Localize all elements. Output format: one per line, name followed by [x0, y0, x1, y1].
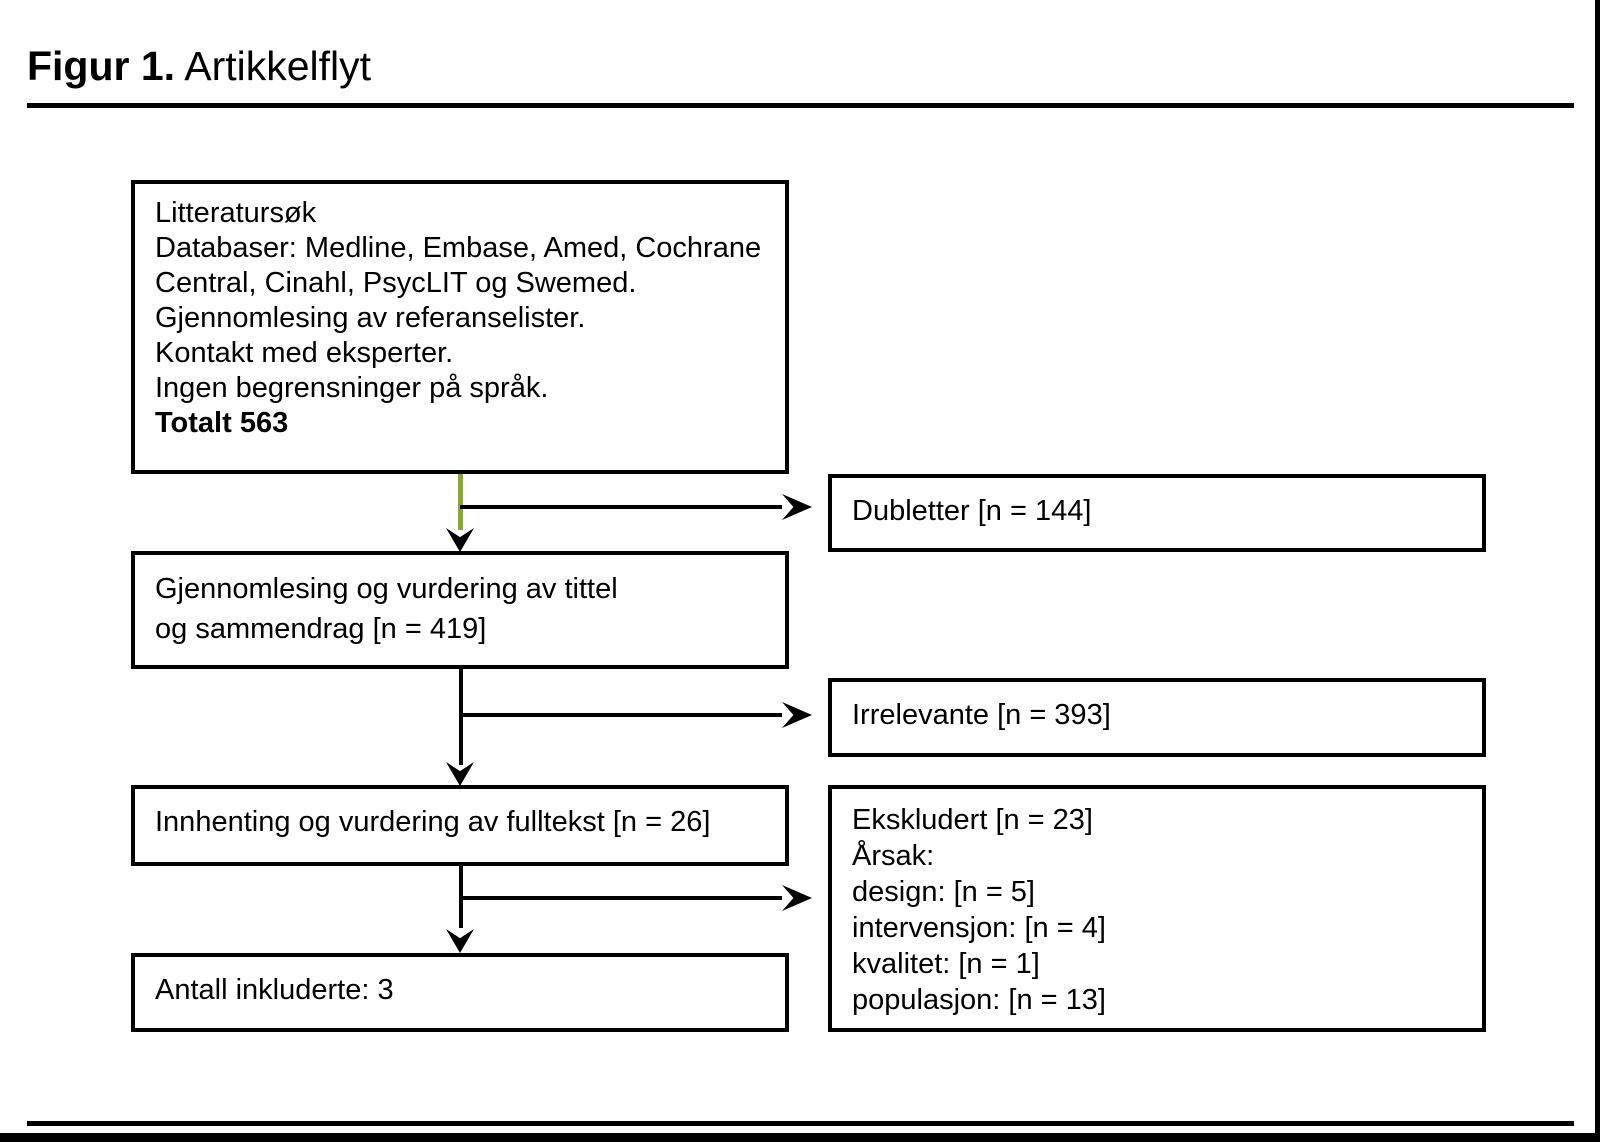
box-tittel-sammendrag-line: Gjennomlesing og vurdering av tittel	[155, 573, 618, 605]
figure-title-text: Artikkelflyt	[184, 43, 372, 89]
box-litteratursok-line: Kontakt med eksperter.	[155, 337, 454, 369]
title-rule	[27, 103, 1574, 108]
box-fulltekst-text: Innhenting og vurdering av fulltekst [n …	[155, 806, 711, 838]
arrow-search-to-title-head-icon	[446, 528, 474, 552]
box-ekskludert: Ekskludert [n = 23] Årsak: design: [n = …	[828, 785, 1486, 1032]
arrow-branch-duplicates-head-icon	[782, 494, 812, 520]
figure-title: Figur 1. Artikkelflyt	[27, 42, 371, 90]
box-tittel-sammendrag: Gjennomlesing og vurdering av tittel og …	[131, 551, 789, 669]
box-ekskludert-line: intervensjon: [n = 4]	[852, 912, 1106, 944]
box-tittel-sammendrag-line: og sammendrag [n = 419]	[155, 613, 487, 645]
box-ekskludert-line: populasjon: [n = 13]	[852, 984, 1106, 1016]
box-dubletter: Dubletter [n = 144]	[828, 474, 1486, 552]
box-ekskludert-line: Ekskludert [n = 23]	[852, 804, 1093, 836]
page-bottom-bar	[0, 1133, 1600, 1142]
figure-title-label: Figur 1.	[27, 43, 176, 89]
arrow-branch-excluded-line	[460, 896, 782, 900]
box-ekskludert-line: kvalitet: [n = 1]	[852, 948, 1040, 980]
box-ekskludert-line: design: [n = 5]	[852, 876, 1035, 908]
box-inkluderte: Antall inkluderte: 3	[131, 953, 789, 1032]
box-fulltekst: Innhenting og vurdering av fulltekst [n …	[131, 785, 789, 866]
box-litteratursok: Litteratursøk Databaser: Medline, Embase…	[131, 180, 789, 474]
page-right-edge	[1595, 0, 1600, 1142]
box-litteratursok-line: Litteratursøk	[155, 197, 317, 229]
arrow-title-to-fulltext-line	[459, 669, 463, 765]
box-litteratursok-line: Gjennomlesing av referanselister.	[155, 302, 586, 334]
arrow-branch-irrelevant-line	[460, 713, 782, 717]
box-litteratursok-line: Ingen begrensninger på språk.	[155, 372, 549, 404]
box-litteratursok-line: Databaser: Medline, Embase, Amed, Cochra…	[155, 232, 762, 264]
arrow-title-to-fulltext-head-icon	[446, 762, 474, 786]
arrow-branch-excluded-head-icon	[782, 885, 812, 911]
arrow-fulltext-to-included-head-icon	[446, 929, 474, 953]
box-inkluderte-text: Antall inkluderte: 3	[155, 974, 394, 1006]
arrow-branch-irrelevant-head-icon	[782, 702, 812, 728]
box-irrelevante: Irrelevante [n = 393]	[828, 678, 1486, 757]
box-litteratursok-total: Totalt 563	[155, 407, 289, 439]
bottom-rule	[27, 1121, 1574, 1126]
box-ekskludert-line: Årsak:	[852, 840, 935, 872]
box-dubletter-text: Dubletter [n = 144]	[852, 495, 1092, 527]
arrow-search-to-title-line	[458, 474, 463, 530]
arrow-branch-duplicates-line	[460, 505, 782, 509]
box-litteratursok-line: Central, Cinahl, PsycLIT og Swemed.	[155, 267, 637, 299]
box-irrelevante-text: Irrelevante [n = 393]	[852, 699, 1111, 731]
